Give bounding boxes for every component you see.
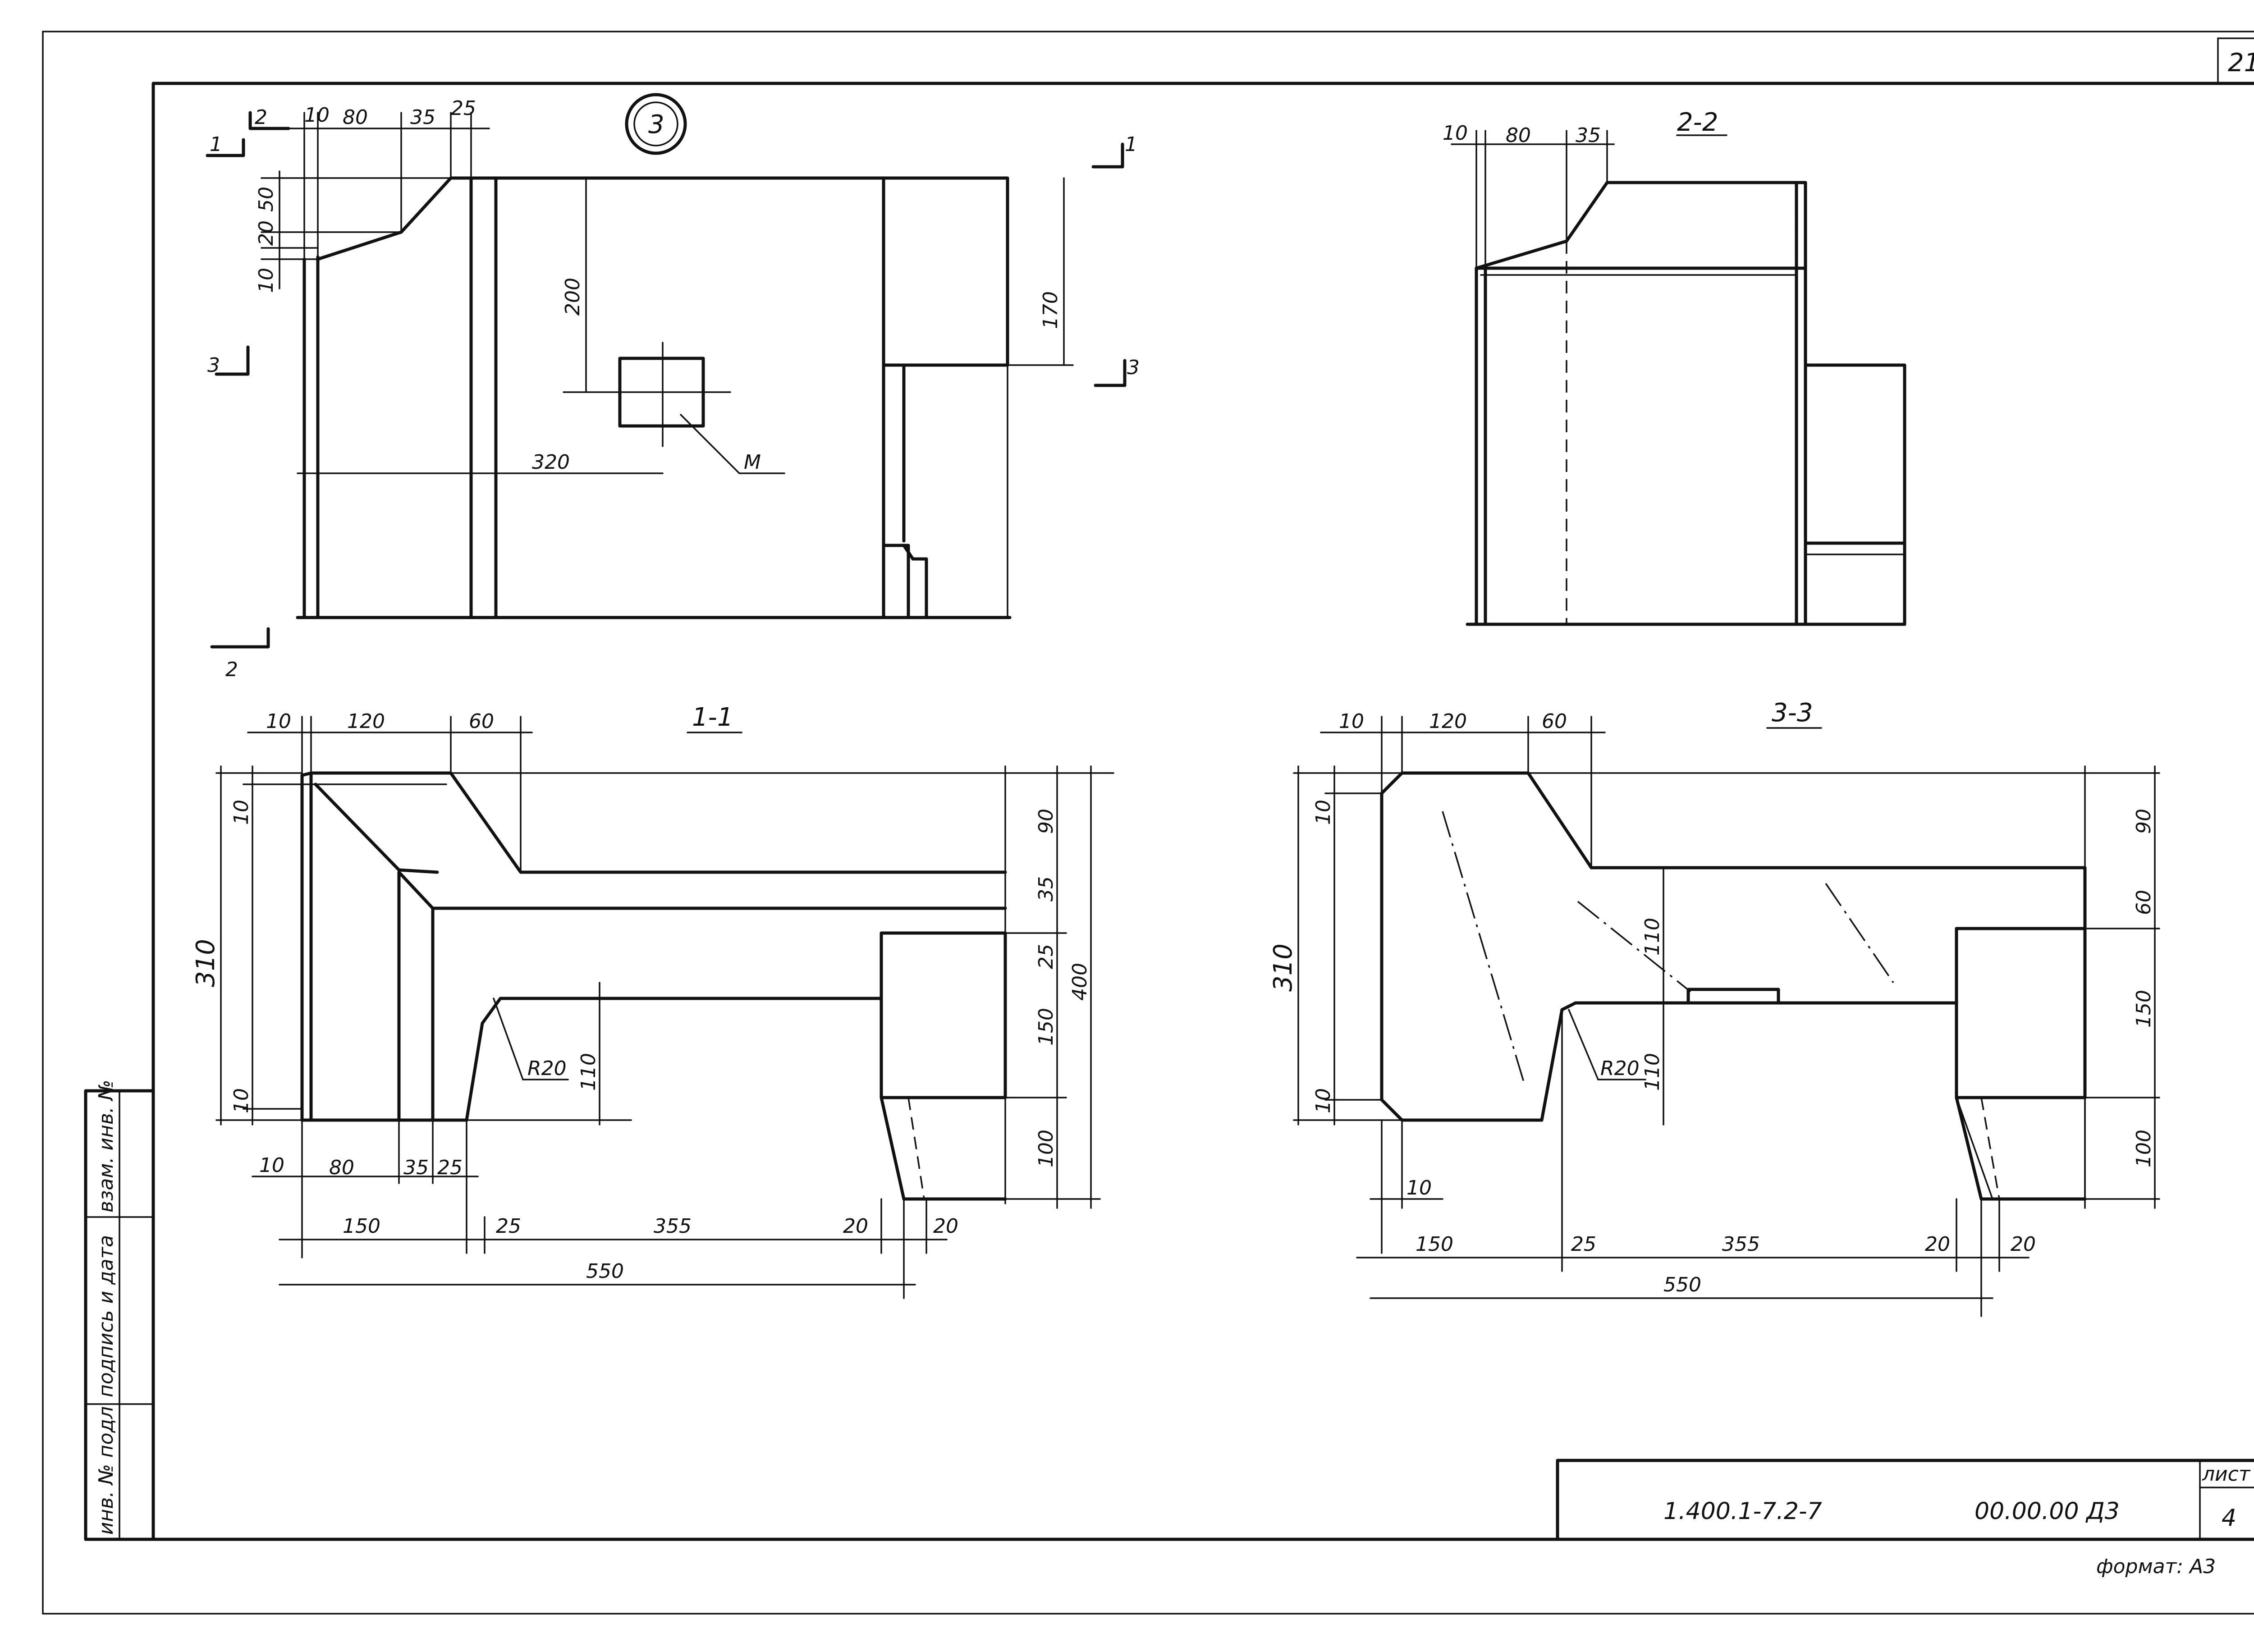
dim-text: 50: [255, 187, 278, 212]
dim-text: 10: [1312, 1088, 1335, 1113]
dim-text: 170: [1039, 291, 1062, 329]
dim-text: 150: [343, 1215, 380, 1238]
concrete-section: [1380, 771, 2087, 1122]
dim-text: 20: [933, 1215, 958, 1238]
title-block: 1.400.1-7.2-7 00.00.00 Д3 лист 4: [1556, 1459, 2254, 1541]
dim-text: 90: [1035, 809, 1058, 834]
cut-label: 3: [207, 354, 220, 377]
dim-text: 10: [266, 710, 291, 733]
dim-text: 20: [843, 1215, 868, 1238]
dim-total: 550: [1663, 1273, 1701, 1296]
dim-text: 320: [532, 451, 570, 474]
dim-text: 355: [1722, 1233, 1760, 1256]
cut-label: 1: [210, 133, 222, 156]
dim-text: 400: [1068, 963, 1091, 1001]
dim-text: 355: [654, 1215, 692, 1238]
dim-text: 25: [496, 1215, 521, 1238]
drawing-code: 00.00.00 Д3: [1975, 1498, 2120, 1525]
dim-text: 35: [403, 1156, 429, 1179]
view-marker-circle: [625, 93, 687, 155]
inner-frame: [151, 82, 2254, 1541]
sheet-number: 4: [2222, 1505, 2236, 1532]
dim-text: 10: [255, 268, 278, 293]
view-marker: 3: [648, 110, 664, 139]
view-title: 3-3: [1772, 698, 1813, 728]
sheet-number-box: [2217, 37, 2254, 84]
dim-text: 150: [1035, 1008, 1058, 1046]
cut-label: 1: [1125, 133, 1137, 156]
dim-text: 35: [410, 106, 435, 129]
hatched-insert: [1955, 927, 2087, 1099]
dim-text: 10: [230, 800, 253, 825]
dim-text: 35: [1035, 876, 1058, 902]
hatched-insert-bottom: [882, 544, 910, 619]
dim-text: 100: [1035, 1130, 1058, 1167]
dim-text: 20: [255, 220, 278, 246]
dim-text: 35: [1576, 124, 1601, 147]
dim-text: 10: [1443, 122, 1468, 145]
dim-text: 10: [304, 104, 330, 127]
dim-text: 10: [230, 1088, 253, 1113]
hatched-insert: [880, 931, 1007, 1099]
dim-text: 60: [469, 710, 494, 733]
sheet-number-top: 21: [2228, 48, 2254, 78]
cut-label: 3: [1127, 356, 1140, 379]
dim-text: 80: [343, 106, 368, 129]
dim-total: 550: [586, 1260, 624, 1283]
view-1-1: 1-1 10 120 60 90 35 25 150: [191, 703, 1114, 1299]
dim-text: 100: [2132, 1130, 2155, 1167]
dim-text: 25: [1035, 944, 1058, 969]
dim-text: 110: [1641, 1053, 1664, 1091]
view-3: 3 М 10 80 35 25: [206, 93, 1140, 681]
view-title: 2-2: [1677, 108, 1718, 137]
hatched-insert-top: [882, 176, 1009, 367]
dim-text: 10: [1339, 710, 1364, 733]
designation: 1.400.1-7.2-7: [1663, 1498, 1822, 1525]
dim-text: 200: [561, 278, 584, 316]
dim-text: 25: [1571, 1233, 1596, 1256]
dim-text: 120: [1429, 710, 1467, 733]
dim-text: 110: [1641, 918, 1664, 956]
view-2-2: 2-2 10 80 35: [1443, 108, 1906, 626]
radius-label: R20: [1600, 1057, 1640, 1080]
dim-text: 10: [1312, 800, 1335, 825]
stamp-sign-date: подпись и дата: [95, 1235, 118, 1397]
dim-text: 310: [191, 939, 220, 987]
dim-text: 110: [577, 1053, 600, 1091]
dim-text: 150: [2132, 990, 2155, 1028]
dim-text: 80: [329, 1156, 354, 1179]
dim-text: 80: [1506, 124, 1531, 147]
outer-border: [42, 31, 2254, 1615]
dim-text: 310: [1269, 943, 1298, 992]
dim-text: 25: [437, 1156, 463, 1179]
format-label: формат: А3: [2096, 1555, 2216, 1578]
radius-label: R20: [527, 1057, 567, 1080]
stamp-inv-orig: инв. № подл: [95, 1406, 118, 1535]
dim-text: 25: [451, 97, 476, 120]
dim-text: 20: [2011, 1233, 2036, 1256]
dim-text: 60: [2132, 890, 2155, 915]
dim-text: 150: [1416, 1233, 1453, 1256]
sheet-label: лист: [2202, 1463, 2251, 1486]
dim-text: 60: [1542, 710, 1567, 733]
cut-label: 2: [255, 106, 267, 129]
dim-text: 90: [2132, 809, 2155, 834]
dim-text: 10: [259, 1154, 284, 1177]
dim-text: 20: [1925, 1233, 1950, 1256]
stamp-column: взам. инв. № подпись и дата инв. № подл: [84, 1080, 155, 1541]
stamp-replace-inv: взам. инв. №: [95, 1080, 118, 1213]
part-label-M: М: [744, 451, 761, 474]
cut-label: 2: [225, 658, 238, 681]
dim-text: 10: [1406, 1176, 1432, 1199]
view-title: 1-1: [692, 703, 733, 732]
dim-text: 120: [347, 710, 385, 733]
view-3-3: 3-3 10 120 60 90 60 150 100: [1269, 698, 2160, 1317]
